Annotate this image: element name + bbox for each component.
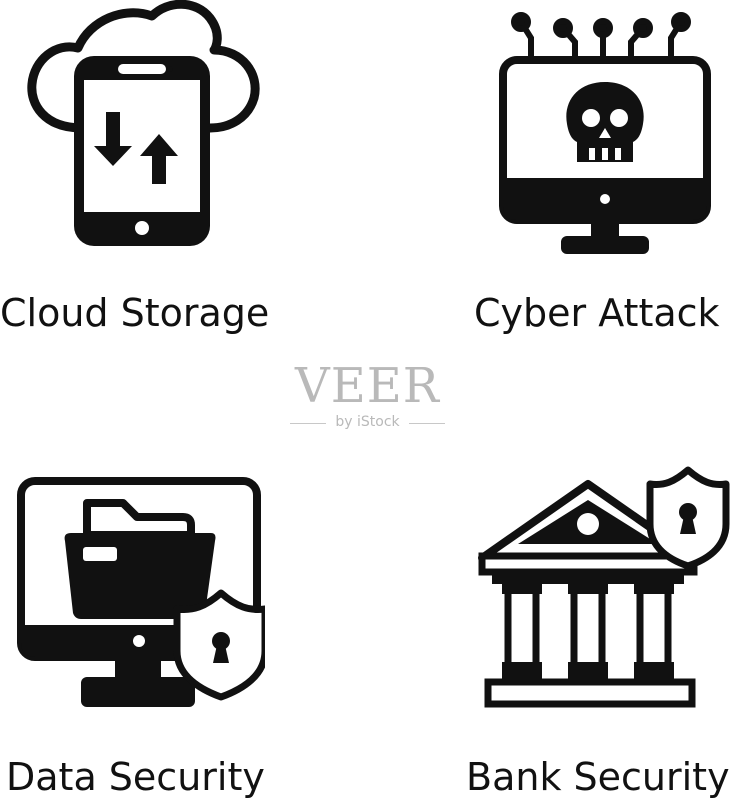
cloud-storage-label: Cloud Storage <box>0 291 270 335</box>
cyber-attack-label: Cyber Attack <box>474 291 720 335</box>
watermark: VEER by iStock <box>280 362 455 430</box>
cyber-attack-icon <box>499 12 711 254</box>
cloud-storage-icon <box>27 0 260 246</box>
bank-security-label: Bank Security <box>466 755 730 799</box>
data-security-label: Data Security <box>6 755 265 799</box>
data-security-icon <box>17 477 265 707</box>
watermark-brand: VEER <box>295 358 440 414</box>
bank-security-icon <box>478 466 730 708</box>
watermark-sub: by iStock <box>280 414 455 430</box>
